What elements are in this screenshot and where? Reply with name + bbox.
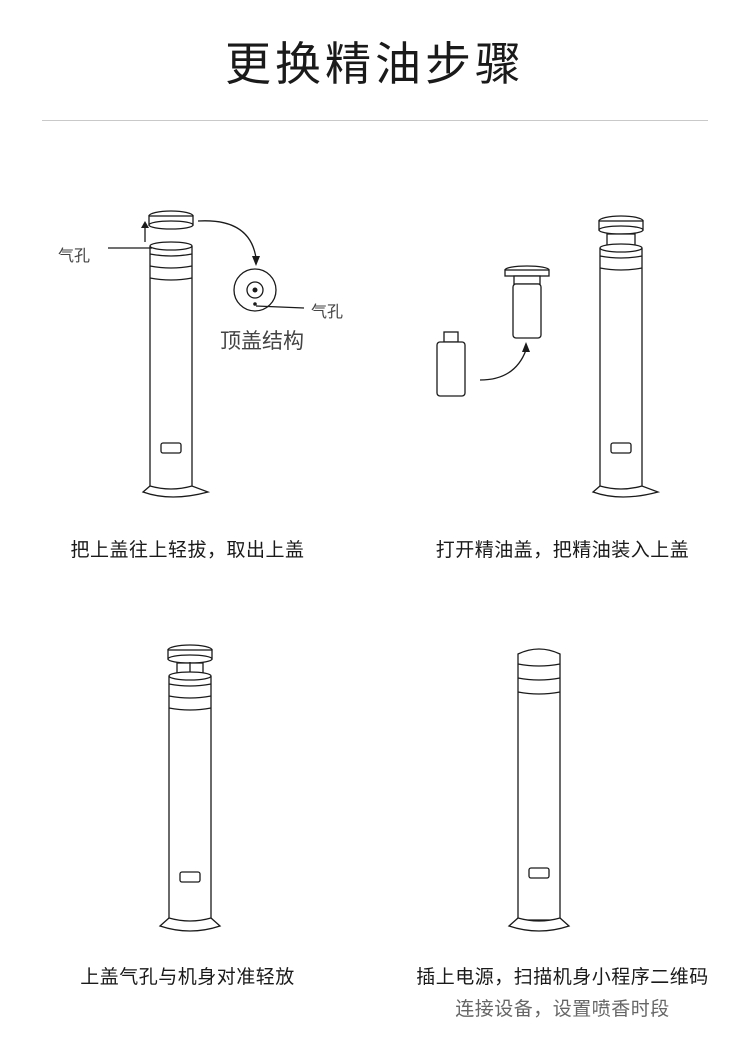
top-structure-label: 顶盖结构 [220, 329, 304, 353]
title-divider [42, 120, 708, 121]
step1-illustration [108, 210, 305, 498]
step4-caption: 插上电源，扫描机身小程序二维码 [416, 966, 709, 988]
step4-caption-line2: 连接设备，设置喷香时段 [455, 998, 670, 1020]
vent-label: 气孔 [58, 246, 91, 265]
step1-caption: 把上盖往上轻拔，取出上盖 [70, 539, 305, 561]
vent-label-topview: 气孔 [311, 302, 344, 321]
step2-caption: 打开精油盖，把精油装入上盖 [435, 539, 690, 561]
step4-illustration [507, 648, 571, 932]
page-title: 更换精油步骤 [225, 37, 525, 91]
step3-illustration [158, 644, 222, 932]
step2-illustration [436, 215, 661, 498]
step3-caption: 上盖气孔与机身对准轻放 [80, 966, 295, 988]
